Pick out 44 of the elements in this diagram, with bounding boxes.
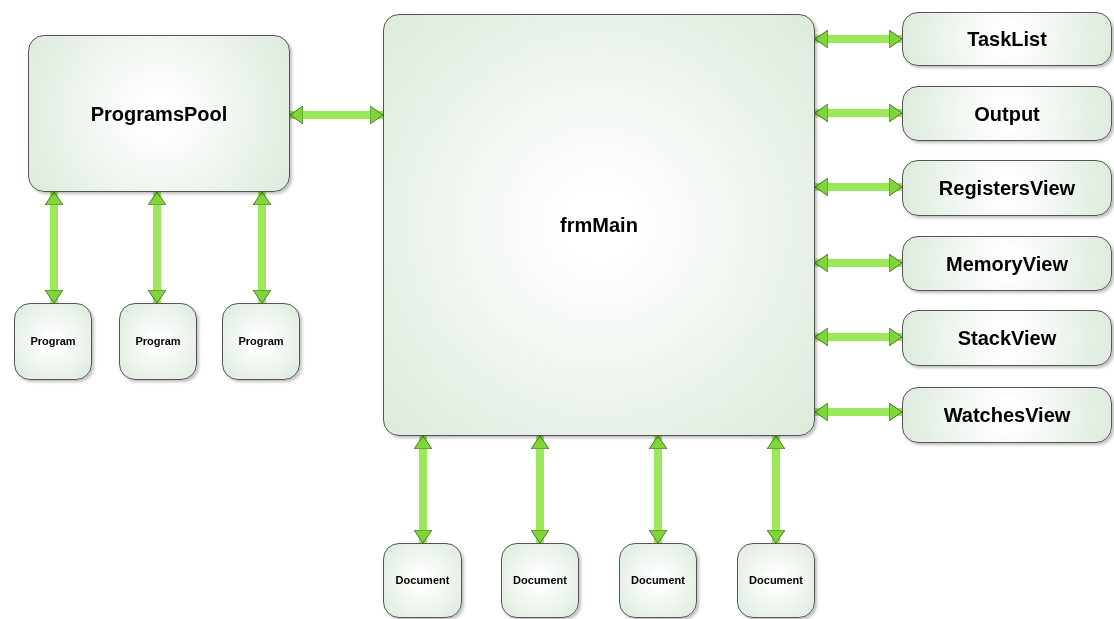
process-box (222, 303, 300, 380)
process-box (383, 543, 462, 618)
box-label: Output (974, 101, 1040, 127)
box-label: Program (30, 334, 76, 350)
double-arrow (814, 29, 903, 49)
box-label: TaskList (967, 27, 1047, 52)
double-arrow (814, 327, 903, 347)
process-box (902, 86, 1112, 141)
box-label: RegistersView (938, 176, 1076, 201)
box-label: Document (749, 573, 803, 589)
process-box (383, 14, 815, 436)
double-arrow (44, 191, 64, 304)
box-label: frmMain (560, 213, 638, 238)
box-label: MemoryView (946, 251, 1068, 277)
double-arrow (814, 177, 903, 197)
process-box (501, 543, 579, 618)
double-arrow (766, 435, 786, 544)
process-box (619, 543, 697, 618)
double-arrow (289, 105, 384, 125)
process-box (902, 236, 1112, 291)
process-box (902, 12, 1112, 66)
process-box (737, 543, 815, 618)
box-label: Program (135, 334, 181, 350)
box-label: Document (631, 573, 685, 589)
box-label: StackView (957, 326, 1057, 351)
double-arrow (814, 253, 903, 273)
double-arrow (648, 435, 668, 544)
process-box (902, 310, 1112, 366)
process-box (902, 387, 1112, 443)
box-label: Document (395, 573, 450, 589)
box-label: Document (513, 573, 567, 589)
double-arrow (413, 435, 433, 544)
double-arrow (147, 191, 167, 304)
double-arrow (814, 402, 903, 422)
process-box (28, 35, 290, 192)
box-label: Program (238, 334, 284, 350)
double-arrow (530, 435, 550, 544)
double-arrow (252, 191, 272, 304)
box-label: ProgramsPool (90, 101, 228, 127)
box-label: WatchesView (943, 403, 1071, 428)
process-box (119, 303, 197, 380)
double-arrow (814, 103, 903, 123)
process-box (902, 160, 1112, 216)
process-box (14, 303, 92, 380)
